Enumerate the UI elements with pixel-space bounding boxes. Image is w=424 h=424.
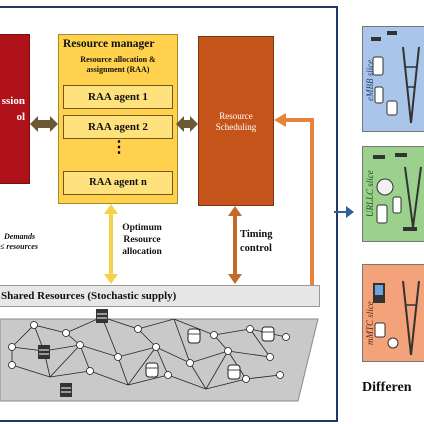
resource-manager-subtitle: Resource allocation & assignment (RAA) xyxy=(59,55,177,75)
optimum-allocation-label: Optimum Resource allocation xyxy=(112,222,172,258)
raa-agent-2: RAA agent 2 xyxy=(63,115,173,139)
embb-slice-panel: eMBB slice xyxy=(362,26,424,132)
resource-manager-box: Resource manager Resource allocation & a… xyxy=(58,34,178,204)
timing-control-label: Timing control xyxy=(240,228,286,256)
embb-devices-icon xyxy=(371,31,420,124)
timing-line1: Timing xyxy=(240,229,273,240)
urllc-slice-panel: URLLC slice xyxy=(362,146,424,242)
scheduling-label-1: Resource xyxy=(219,111,253,121)
raa-subtitle-line2: assignment (RAA) xyxy=(86,65,150,74)
database-icon xyxy=(261,326,275,342)
optimum-allocation-arrow xyxy=(104,204,118,284)
optimum-line1: Optimum xyxy=(122,223,162,233)
server-icon xyxy=(96,309,108,323)
slices-connector-arrow xyxy=(334,206,354,218)
resource-manager-title: Resource manager xyxy=(63,38,155,50)
urllc-devices-icon xyxy=(373,153,422,231)
optimum-line3: allocation xyxy=(122,247,162,257)
feedback-arrow xyxy=(274,113,314,285)
mmtc-slice-label: mMTC slice xyxy=(365,301,375,345)
admission-control-block: ssion ol xyxy=(0,34,30,184)
demands-line2: ≤ resources xyxy=(0,242,38,251)
database-icon xyxy=(145,362,159,378)
demands-label: Demands ≤ resources xyxy=(0,232,38,252)
scheduling-label-2: Scheduling xyxy=(215,122,257,132)
urllc-slice-label: URLLC slice xyxy=(365,170,375,217)
agents-ellipsis: ⋮ xyxy=(111,139,127,156)
raa-agent-n-label: RAA agent n xyxy=(89,177,147,188)
raa-agent-1: RAA agent 1 xyxy=(63,85,173,109)
resource-scheduling-box: Resource Scheduling xyxy=(198,36,274,206)
optimum-line2: Resource xyxy=(123,235,161,245)
server-icon xyxy=(60,383,72,397)
raa-subtitle-line1: Resource allocation & xyxy=(80,55,156,64)
raa-agent-n: RAA agent n xyxy=(63,171,173,195)
double-arrow-left xyxy=(30,116,58,132)
embb-slice-label: eMBB slice xyxy=(365,59,375,101)
timing-control-arrow xyxy=(228,206,242,284)
demands-line1: Demands xyxy=(4,232,36,241)
mmtc-devices-icon xyxy=(373,280,420,356)
shared-resources-bar: Shared Resources (Stochastic supply) xyxy=(0,285,320,307)
database-icon xyxy=(187,328,201,344)
server-icon xyxy=(38,345,50,359)
resource-network xyxy=(0,309,319,402)
admission-control-label-2: ol xyxy=(16,111,25,123)
admission-control-label-1: ssion xyxy=(1,95,25,107)
database-icon xyxy=(227,364,241,380)
double-arrow-right xyxy=(176,116,198,132)
network-nodes xyxy=(8,321,290,383)
mmtc-slice-panel: mMTC slice xyxy=(362,264,424,362)
shared-resources-label: Shared Resources (Stochastic supply) xyxy=(1,290,177,302)
timing-line2: control xyxy=(240,243,272,254)
differentiated-label: Differen xyxy=(362,380,412,395)
